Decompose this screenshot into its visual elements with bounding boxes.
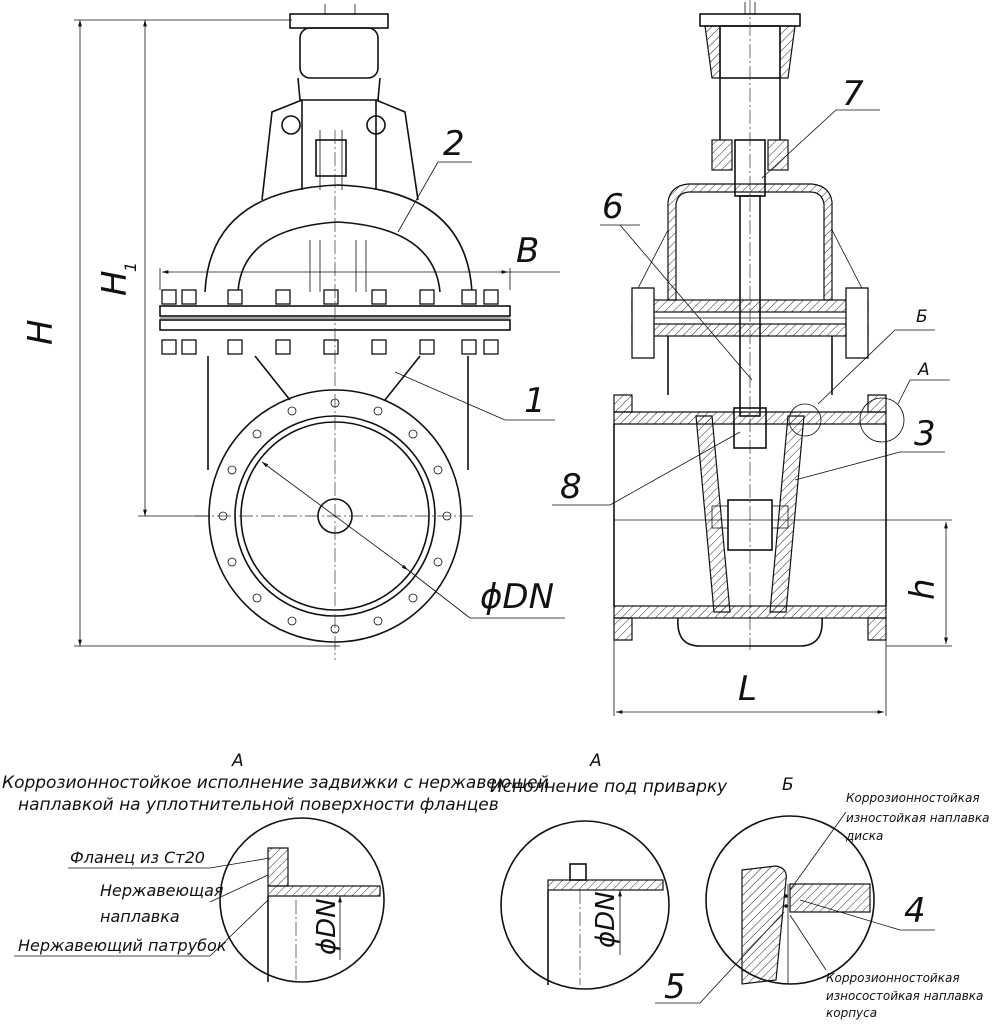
front-flange-bolts <box>161 289 499 355</box>
front-yoke <box>261 99 419 201</box>
detail-b-body-note-1: Коррозионностойкая <box>826 971 960 985</box>
pos-label-6: 6 <box>602 187 624 227</box>
pos-label-5: 5 <box>664 967 686 1007</box>
callout-label-A: А <box>917 360 930 380</box>
dim-label-H1-sub: 1 <box>121 262 140 272</box>
side-view <box>552 0 952 716</box>
dim-label-L: L <box>738 669 757 709</box>
detail-a2-letter: А <box>589 751 602 771</box>
callout-label-B: Б <box>916 307 928 327</box>
dim-label-H1: H <box>95 270 135 296</box>
detail-a1-caption-1: Коррозионностойкое исполнение задвижки с… <box>2 773 549 793</box>
detail-a1-labels: А Коррозионностойкое исполнение задвижки… <box>2 751 549 955</box>
front-pipe-flange <box>195 130 565 660</box>
detail-a2-geometry <box>547 863 664 985</box>
callout-circle-A <box>859 397 905 443</box>
pos-label-3: 3 <box>914 414 936 454</box>
front-bonnet <box>204 184 473 293</box>
detail-b-body-note-2: износостойкая наплавка <box>826 989 983 1003</box>
side-lower-body <box>613 336 887 647</box>
detail-b-disc-note-1: Коррозионностойкая <box>846 791 980 805</box>
detail-a1-flange-label: Фланец из Ст20 <box>70 848 205 867</box>
pos-label-1: 1 <box>524 381 546 421</box>
detail-b-disc-note-3: диска <box>845 829 883 843</box>
detail-a1-pipe-label: Нержавеющий патрубок <box>18 936 227 955</box>
pos-label-4: 4 <box>904 891 926 931</box>
leader-pos-1 <box>394 371 506 421</box>
side-dimensions <box>613 519 952 716</box>
detail-a1-cladding-label-2: наплавка <box>100 907 180 926</box>
pos-label-7: 7 <box>842 74 864 114</box>
detail-a1-cladding-label-1: Нержавеющая <box>100 881 224 900</box>
detail-b <box>655 811 935 1004</box>
front-gearbox <box>289 4 389 101</box>
detail-a2-caption: Исполнение под приварку <box>490 777 728 797</box>
dim-label-H: H <box>21 319 61 345</box>
pos-label-2: 2 <box>443 124 465 164</box>
detail-a1 <box>14 817 385 983</box>
leader-pos-2 <box>397 161 439 233</box>
dim-label-B: B <box>516 231 539 271</box>
detail-a2-dn-label: ϕDN <box>591 891 621 948</box>
detail-a1-letter: А <box>231 751 244 771</box>
detail-a1-caption-2: наплавкой на уплотнительной поверхности … <box>18 795 499 815</box>
detail-b-letter: Б <box>782 775 794 795</box>
detail-a2-labels: А Исполнение под приварку ϕDN <box>490 751 728 948</box>
front-dimensions <box>74 19 560 647</box>
dim-label-H1-group: H 1 <box>95 262 140 296</box>
front-labels: H H 1 B ϕDN 2 1 <box>21 124 554 617</box>
detail-b-body-note-3: корпуса <box>826 1006 877 1020</box>
detail-a1-dn-label: ϕDN <box>312 898 342 955</box>
detail-b-disc-note-2: изностойкая наплавка <box>846 811 989 825</box>
detail-b-geometry <box>741 865 871 985</box>
front-lower-body <box>207 355 469 470</box>
callout-circle-B <box>788 403 822 437</box>
front-view <box>74 4 565 660</box>
dim-label-h: h <box>903 578 943 600</box>
detail-b-labels: Б Коррозионностойкая изностойкая наплавк… <box>664 775 989 1020</box>
pos-label-8: 8 <box>560 467 582 507</box>
dim-label-DN: ϕDN <box>480 577 554 617</box>
detail-a2 <box>500 820 670 990</box>
side-wedge <box>614 407 886 613</box>
detail-a1-geometry <box>267 847 381 982</box>
side-leaders <box>552 109 950 506</box>
side-labels: L h 7 6 8 3 Б А <box>560 74 943 709</box>
